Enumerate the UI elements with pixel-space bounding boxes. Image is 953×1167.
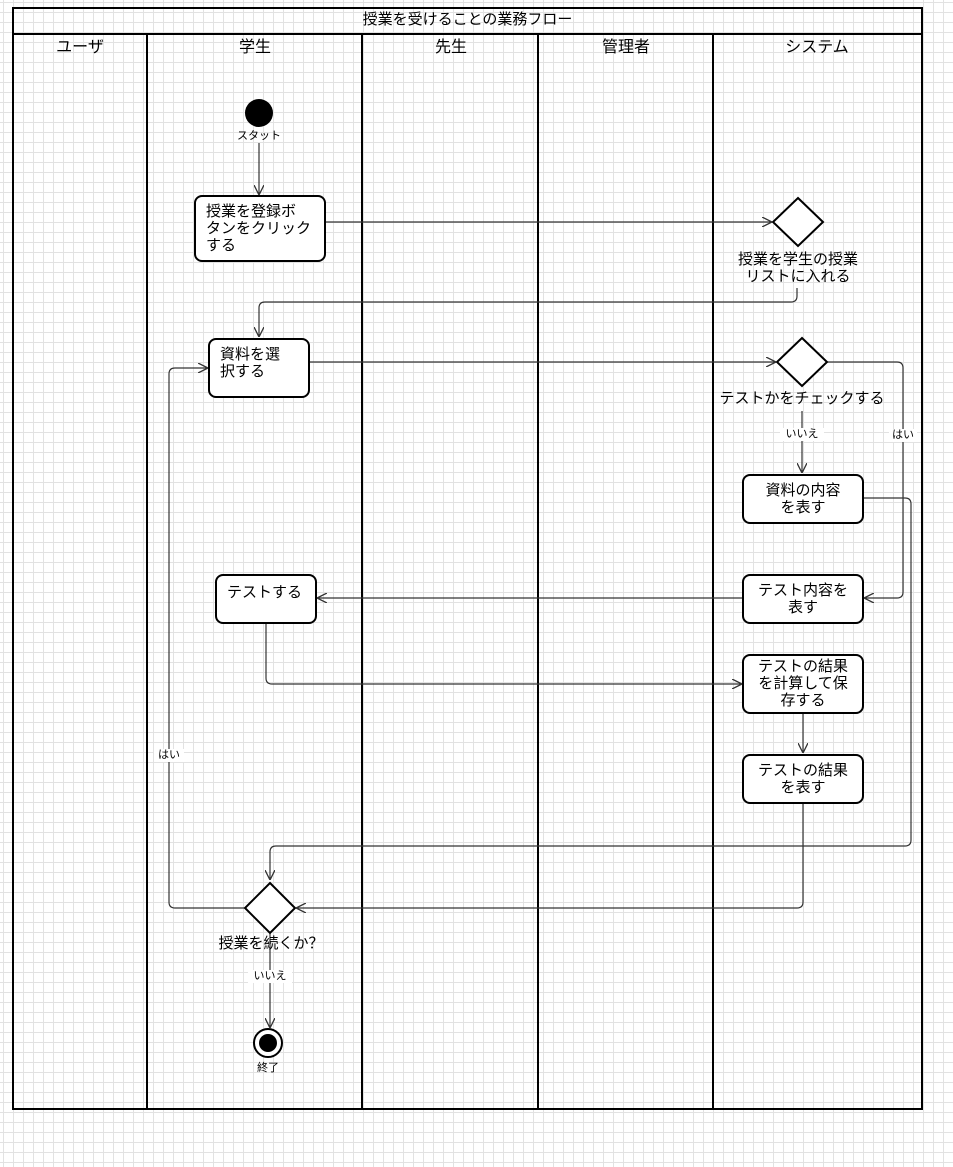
decision-test-label: テストかをチェックする (719, 389, 885, 407)
diagram-title: 授業を受けることの業務フロー (362, 10, 573, 28)
edge-label-test-yes: はい (889, 428, 917, 442)
decision-continue-diamond (243, 881, 297, 935)
edge-label-test-no: いいえ (780, 427, 824, 441)
lane-label-teacher: 先生 (434, 37, 467, 56)
start-node (245, 99, 273, 127)
start-label: スタット (237, 129, 281, 142)
click-register-button-activity: 授業を登録ボ タンをクリック する (194, 195, 326, 262)
show-test-activity: テスト内容を 表す (742, 574, 864, 624)
edge-label-continue-no: いいえ (248, 969, 292, 983)
edge-label-continue-yes: はい (154, 748, 184, 762)
decision-add-diamond (771, 196, 825, 248)
show-material-activity: 資料の内容 を表す (742, 474, 864, 524)
edge-show-material-to-continue (270, 497, 912, 879)
calc-save-result-activity: テストの結果 を計算して保 存する (742, 654, 864, 714)
swimlane-frame (12, 7, 923, 1110)
lane-label-admin: 管理者 (601, 37, 650, 56)
decision-continue-label: 授業を続くか？ (218, 934, 324, 952)
lane-label-user: ユーザ (56, 37, 104, 56)
take-test-activity: テストする (215, 574, 317, 624)
lane-label-student: 学生 (238, 37, 271, 56)
edge-decision-test-yes (827, 361, 904, 598)
end-node-core (259, 1034, 277, 1052)
edge-continue-yes (168, 368, 245, 909)
decision-test-diamond (775, 336, 829, 388)
select-material-activity: 資料を選 択する (208, 338, 310, 398)
show-result-activity: テストの結果 を表す (742, 754, 864, 804)
decision-add-label: 授業を学生の授業 リストに入れる (737, 250, 858, 286)
edge-result-to-continue (297, 804, 804, 908)
edge-decision-add-to-select (259, 288, 798, 336)
lane-label-system: システム (785, 37, 849, 56)
edge-take-test-to-calc (265, 624, 741, 684)
end-label: 終了 (257, 1061, 279, 1074)
